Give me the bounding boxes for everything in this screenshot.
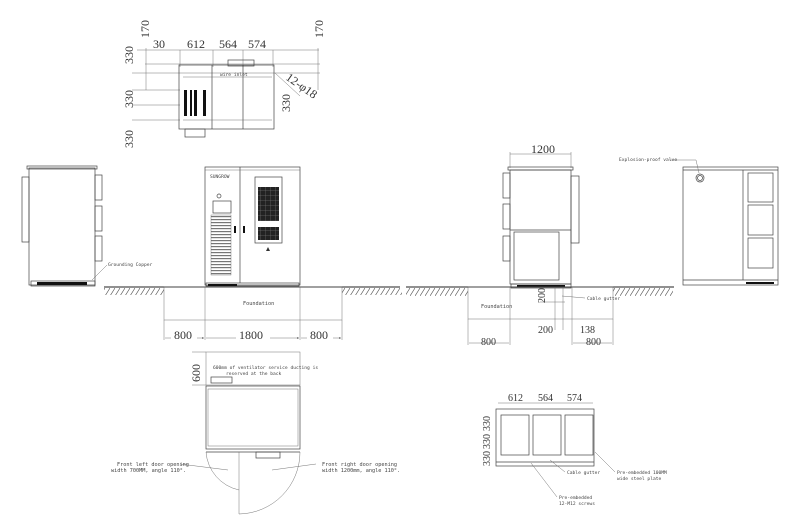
left-side-view: Grounding Copper xyxy=(21,165,152,287)
fp-dim-330-c: 330 xyxy=(482,451,493,466)
side-foundation-label: Foundation xyxy=(481,304,512,310)
rear-note-line2: reserved at the back xyxy=(226,371,282,377)
front-dim-800-right: 800 xyxy=(310,328,328,342)
top-dim-330-right: 330 xyxy=(279,94,293,112)
cable-gutter-label: Cable gutter xyxy=(587,296,620,302)
top-dim-330-c: 330 xyxy=(122,130,136,148)
fp-screws-line1: Pre-embedded xyxy=(559,495,592,501)
top-dim-330-a: 330 xyxy=(122,46,136,64)
wire-inlet-label: wire inlet xyxy=(220,72,248,78)
side-dim-800-left: 800 xyxy=(481,337,496,348)
fp-dim-612: 612 xyxy=(508,393,523,404)
foundation-plan: 612 564 574 330 330 330 Cable gutter Pre… xyxy=(482,393,667,507)
fp-dim-330-b: 330 xyxy=(482,434,493,449)
side-dim-200-depth: 200 xyxy=(537,288,548,303)
top-dim-30: 30 xyxy=(153,37,165,51)
fp-dim-574: 574 xyxy=(567,393,582,404)
plan-dim-600: 600 xyxy=(189,364,203,382)
right-foundation: Foundation 200 Cable gutter 200 138 800 … xyxy=(406,286,674,348)
top-view: 30 612 564 574 170 170 330 330 330 330 1… xyxy=(122,20,326,148)
plan-view: 600 600mm of ventilator service ducting … xyxy=(111,351,400,515)
rear-note-line1: 600mm of ventilator service ducting is xyxy=(213,365,318,371)
fp-plate-line2: wide steel plate xyxy=(617,476,661,482)
left-door-line2: width 700MM, angle 110°. xyxy=(111,468,186,474)
front-foundation: Foundation 800 1800 800 xyxy=(104,286,402,342)
fp-cable-gutter-label: Cable gutter xyxy=(567,470,600,476)
front-dim-1800: 1800 xyxy=(239,328,263,342)
front-dim-800-left: 800 xyxy=(174,328,192,342)
fp-dim-330-a: 330 xyxy=(482,416,493,431)
brand-label: SUNGROW xyxy=(210,174,230,180)
side-dim-200-width: 200 xyxy=(538,325,553,336)
fp-plate-line1: Pre-embedded 100MM xyxy=(617,470,667,476)
rear-view: Explosion-proof valve xyxy=(619,157,779,286)
explosion-valve-label: Explosion-proof valve xyxy=(619,157,677,163)
side-dim-138: 138 xyxy=(580,325,595,336)
foundation-label: Foundation xyxy=(243,301,274,307)
front-view: SUNGROW xyxy=(204,166,301,287)
top-dim-574: 574 xyxy=(248,37,266,51)
right-side-view: 1200 xyxy=(502,142,580,289)
top-dim-330-b: 330 xyxy=(122,90,136,108)
side-dim-1200: 1200 xyxy=(531,142,555,156)
top-dim-612: 612 xyxy=(187,37,205,51)
side-dim-800-right: 800 xyxy=(586,337,601,348)
right-door-line2: width 1200mm, angle 110°. xyxy=(322,468,400,474)
top-dim-170-left: 170 xyxy=(138,20,152,38)
left-door-line1: Front left door opening xyxy=(117,462,189,468)
grounding-copper-label: Grounding Copper xyxy=(108,262,152,268)
fp-dim-564: 564 xyxy=(538,393,553,404)
top-dim-564: 564 xyxy=(219,37,237,51)
fp-screws-line2: 12-M12 screws xyxy=(559,501,595,507)
top-dim-170-right: 170 xyxy=(312,20,326,38)
right-door-line1: Front right door opening xyxy=(322,462,397,468)
